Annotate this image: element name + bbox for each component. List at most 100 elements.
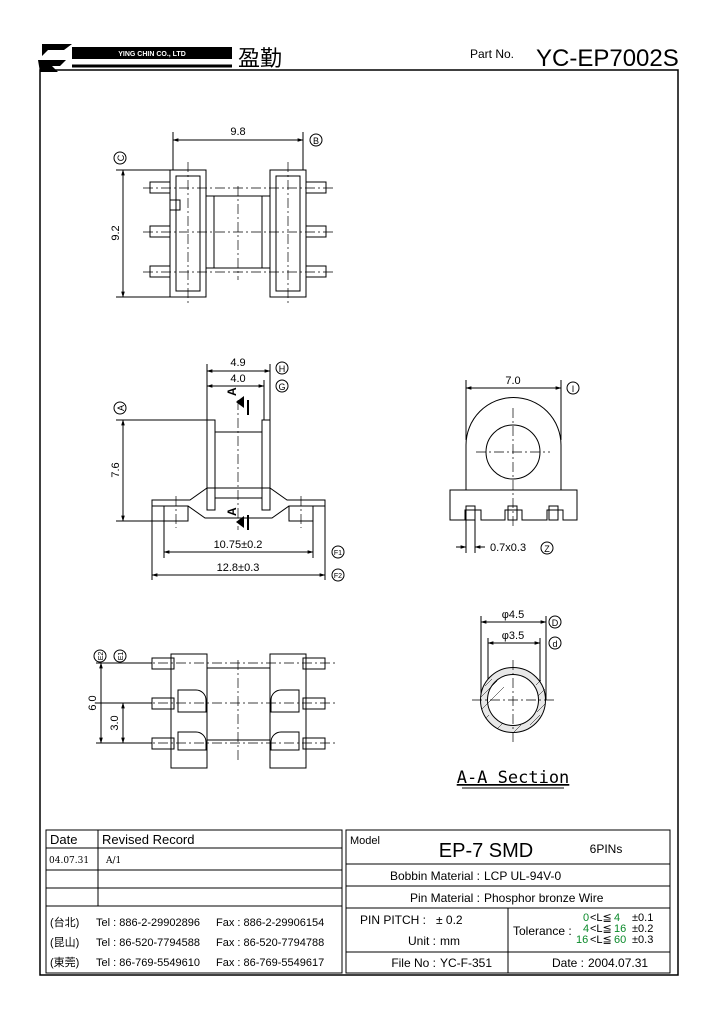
dim-top-width: 9.8 — [230, 126, 245, 138]
contact-tel-taipei: Tel : 886-2-29902896 — [96, 917, 200, 929]
dim-pin-size: 0.7x0.3 — [490, 542, 526, 554]
svg-text:±0.3: ±0.3 — [632, 934, 653, 946]
dim-top-height: 9.2 — [110, 225, 122, 240]
pin-pitch-value: ± 0.2 — [436, 913, 463, 927]
ref-i-balloon: I — [566, 381, 580, 395]
dim-end-width: 7.0 — [505, 375, 520, 387]
bobbin-material: LCP UL-94V-0 — [484, 869, 561, 883]
ref-f1-balloon: F1 — [331, 545, 345, 559]
section-arrow-top — [236, 396, 244, 408]
tolerance-row-3: 16 <L≦ 60 ±0.3 — [576, 934, 653, 946]
ref-g-balloon: G — [275, 379, 289, 393]
ref-e2-balloon: E2 — [93, 649, 107, 663]
contact-loc-taipei: (台北) — [50, 915, 79, 929]
drawing-frame — [39, 69, 679, 976]
pin-material-label: Pin Material : — [410, 891, 480, 905]
svg-text:<L≦: <L≦ — [590, 912, 612, 924]
ref-a-balloon: A — [113, 401, 127, 415]
tolerance-row-1: 0 <L≦ 4 ±0.1 — [583, 912, 653, 924]
svg-text:F2: F2 — [334, 573, 342, 580]
unit-label: Unit : — [408, 934, 436, 948]
svg-text:G: G — [278, 382, 285, 392]
company-name-en: YING CHIN CO., LTD — [118, 51, 186, 58]
svg-text:H: H — [279, 364, 286, 374]
bobbin-material-label: Bobbin Material : — [390, 869, 480, 883]
part-no-label: Part No. — [470, 47, 514, 61]
svg-text:C: C — [116, 154, 126, 161]
dim-inner-diameter: φ3.5 — [502, 630, 524, 642]
ref-z-balloon: Z — [540, 541, 554, 555]
contact-fax-dongguan: Fax : 86-769-5549617 — [216, 957, 324, 969]
ref-h-balloon: H — [275, 361, 289, 375]
revision-row-record: A/1 — [105, 856, 121, 866]
svg-text:Z: Z — [544, 544, 550, 554]
section-label-top: A — [225, 387, 239, 396]
revision-table — [45, 829, 343, 974]
section-label-bottom: A — [225, 507, 239, 516]
tolerance-row-2: 4 <L≦ 16 ±0.2 — [583, 923, 653, 935]
part-no: YC-EP7002S — [536, 45, 679, 72]
dim-side-inner: 4.0 — [230, 373, 245, 385]
svg-text:D: D — [552, 618, 559, 628]
unit-value: mm — [440, 934, 460, 948]
contact-tel-dongguan: Tel : 86-769-5549610 — [96, 957, 200, 969]
svg-text:E2: E2 — [98, 652, 105, 661]
ref-f2-balloon: F2 — [331, 568, 345, 582]
dim-pin-span-2: 12.8±0.3 — [217, 562, 260, 574]
company-logo: YING CHIN CO., LTD — [38, 44, 232, 72]
end-view — [449, 380, 578, 553]
ref-d-upper-balloon: D — [548, 615, 562, 629]
ref-c-balloon: C — [113, 151, 127, 165]
pin-count: 6PINs — [590, 842, 623, 856]
ref-b-balloon: B — [309, 133, 323, 147]
svg-text:±0.1: ±0.1 — [632, 912, 653, 924]
revision-row-date: 04.07.31 — [49, 856, 89, 866]
svg-text:B: B — [313, 136, 319, 146]
pin-material: Phosphor bronze Wire — [484, 891, 604, 905]
svg-text:F1: F1 — [334, 550, 342, 557]
date-label: Date : — [552, 956, 584, 970]
pin-pitch-label: PIN PITCH : — [360, 913, 426, 927]
svg-text:<L≦: <L≦ — [590, 923, 612, 935]
ref-d-lower-balloon: d — [548, 636, 562, 650]
dim-pitch: 3.0 — [109, 715, 121, 730]
tolerance-label: Tolerance : — [513, 924, 572, 938]
contact-loc-kunshan: (昆山) — [50, 936, 79, 949]
contact-fax-taipei: Fax : 886-2-29906154 — [216, 917, 324, 929]
svg-text:±0.2: ±0.2 — [632, 923, 653, 935]
contact-tel-kunshan: Tel : 86-520-7794588 — [96, 937, 200, 949]
section-arrow-bottom — [236, 516, 244, 528]
svg-text:4: 4 — [583, 923, 589, 935]
svg-text:4: 4 — [614, 912, 620, 924]
ref-e1-balloon: E1 — [113, 649, 127, 663]
svg-text:60: 60 — [614, 934, 626, 946]
svg-text:I: I — [572, 384, 575, 394]
contact-fax-kunshan: Fax : 86-520-7794788 — [216, 937, 324, 949]
dim-pitch-total: 6.0 — [87, 695, 99, 710]
file-no-value: YC-F-351 — [440, 956, 492, 970]
company-name-cn: 盈勤 — [238, 47, 282, 72]
svg-text:<L≦: <L≦ — [590, 934, 612, 946]
section-title: A-A Section — [457, 768, 570, 788]
svg-text:0: 0 — [583, 912, 589, 924]
dim-side-height: 7.6 — [110, 462, 122, 477]
svg-text:E1: E1 — [118, 652, 125, 661]
contact-loc-dongguan: (東莞) — [50, 956, 79, 969]
file-no-label: File No : — [391, 956, 436, 970]
revision-header-record: Revised Record — [102, 832, 195, 847]
svg-text:16: 16 — [576, 934, 588, 946]
dim-pin-span-1: 10.75±0.2 — [214, 539, 263, 551]
bottom-view — [96, 653, 336, 769]
model-value: EP-7 SMD — [439, 840, 533, 862]
section-view — [472, 616, 554, 742]
svg-text:d: d — [552, 639, 557, 649]
model-label: Model — [350, 835, 380, 847]
dim-side-outer: 4.9 — [230, 357, 245, 369]
top-view — [116, 132, 333, 304]
svg-text:A: A — [116, 405, 126, 411]
dim-outer-diameter: φ4.5 — [502, 609, 524, 621]
date-value: 2004.07.31 — [588, 956, 648, 970]
revision-header-date: Date — [50, 832, 77, 847]
side-view — [116, 364, 326, 580]
